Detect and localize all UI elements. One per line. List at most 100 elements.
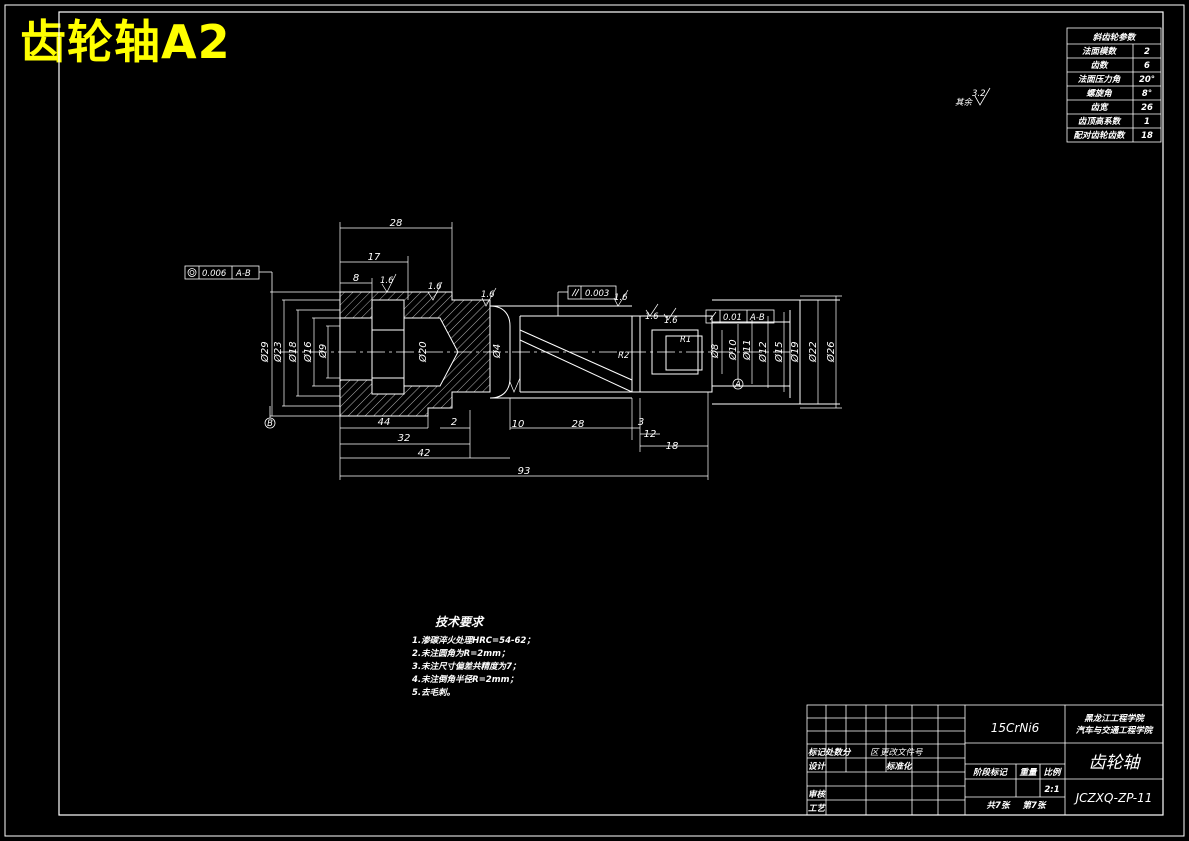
gear-row-label: 配对齿轮齿数 — [1073, 130, 1126, 141]
straightness-value: 0.01 — [723, 313, 742, 323]
dim-b3: 3 — [638, 417, 644, 428]
title-row-review: 审核 — [808, 789, 827, 800]
bottom-dimension-lines — [339, 392, 709, 480]
dim-d29: Ø29 — [259, 341, 271, 363]
gear-row-label: 螺旋角 — [1086, 88, 1112, 99]
title-sheets: 共7张 — [987, 800, 1011, 811]
dim-top-28: 28 — [390, 218, 403, 229]
gear-row-value: 26 — [1141, 103, 1153, 113]
gear-row-label: 齿顶高系数 — [1078, 116, 1122, 127]
gear-row-value: 2 — [1144, 47, 1150, 57]
datum-b-marker — [264, 406, 276, 429]
dim-d15: Ø15 — [773, 341, 785, 363]
dim-d19: Ø19 — [789, 341, 801, 363]
surface-note-prefix: 其余 — [955, 97, 974, 108]
dim-b18: 18 — [666, 441, 679, 452]
gear-row-label: 法面压力角 — [1078, 74, 1121, 85]
gear-row-label: 法面模数 — [1082, 46, 1118, 57]
datum-b-label: B — [267, 419, 273, 429]
gear-row-value: 20° — [1139, 75, 1155, 85]
gear-row-label: 齿数 — [1090, 60, 1109, 71]
dim-r2: R2 — [618, 351, 629, 361]
datum-a-label: A — [734, 380, 741, 390]
gear-row-value: 18 — [1141, 131, 1153, 141]
title-scale-value: 2:1 — [1044, 785, 1059, 795]
title-sheet-no: 第7张 — [1023, 800, 1047, 811]
dim-b42: 42 — [418, 448, 431, 459]
tech-req-heading: 技术要求 — [435, 615, 485, 629]
straightness-tolerance-frame — [692, 309, 775, 390]
roughness-label: 1.6 — [664, 316, 678, 326]
dim-b2: 2 — [451, 417, 457, 428]
gear-table-title: 斜齿轮参数 — [1093, 32, 1137, 43]
dim-b10: 10 — [512, 419, 525, 430]
tech-req-item: 4.未注倒角半径R=2mm； — [411, 674, 518, 685]
dim-d23: Ø23 — [272, 341, 284, 363]
title-school-2: 汽车与交通工程学院 — [1076, 725, 1154, 736]
diameter-extension-lines — [270, 291, 340, 417]
title-school-1: 黑龙江工程学院 — [1084, 713, 1145, 724]
title-part-name: 齿轮轴 — [1089, 753, 1142, 773]
runout-tolerance-frame — [184, 265, 273, 418]
gear-row-value: 6 — [1144, 61, 1150, 71]
dim-d22: Ø22 — [807, 341, 819, 363]
top-dimension-lines — [339, 222, 453, 300]
dim-d9: Ø9 — [317, 344, 329, 359]
dim-d26: Ø26 — [825, 341, 837, 363]
gear-row-value: 1 — [1144, 117, 1150, 127]
dim-d11: Ø11 — [741, 339, 753, 361]
title-drawing-number: JCZXQ-ZP-11 — [1074, 791, 1153, 805]
title-row-file-no: 更改文件号 — [880, 747, 923, 758]
roughness-marks — [381, 273, 677, 393]
dim-d12: Ø12 — [757, 341, 769, 363]
parallel-value: 0.003 — [585, 289, 609, 299]
sheet-border-inner — [58, 11, 1164, 816]
title-row-file: 区 — [870, 748, 880, 758]
dim-d16: Ø16 — [302, 341, 314, 363]
dim-b12: 12 — [644, 429, 657, 440]
title-row-process: 工艺 — [808, 803, 827, 814]
title-col-scale: 比例 — [1043, 767, 1062, 778]
title-block-grid — [806, 704, 1164, 816]
dim-r1: R1 — [680, 335, 691, 345]
title-row-design: 设计 — [808, 761, 827, 772]
roughness-symbol-icon — [974, 87, 991, 106]
title-material: 15CrNi6 — [991, 721, 1040, 735]
title-row-marks: 标记处数分 — [808, 747, 852, 758]
tech-req-item: 2.未注圆角为R=2mm； — [412, 648, 509, 659]
dim-d20: Ø20 — [417, 341, 429, 363]
tech-req-item: 1.渗碳淬火处理HRC=54-62； — [412, 635, 535, 646]
gear-parameter-table — [1066, 27, 1162, 143]
dim-d4: Ø4 — [491, 344, 503, 359]
runout-value: 0.006 — [202, 269, 227, 279]
dim-d18: Ø18 — [287, 341, 299, 363]
tech-req-item: 3.未注尺寸偏差共精度为7； — [412, 661, 521, 672]
title-col-stage: 阶段标记 — [973, 767, 1009, 778]
diameter-extension-lines-right — [721, 295, 842, 409]
shaft-section-hatch — [339, 291, 491, 417]
dim-d10: Ø10 — [727, 339, 739, 361]
dim-b28: 28 — [572, 419, 585, 430]
gear-row-value: 8° — [1142, 89, 1152, 99]
dim-top-17: 17 — [368, 252, 381, 263]
dim-b32: 32 — [398, 433, 411, 444]
sheet-title: 齿轮轴A2 — [20, 15, 231, 69]
dim-top-8: 8 — [353, 273, 359, 284]
roughness-label: 1.6 — [428, 282, 442, 292]
roughness-label: 1.6 — [380, 276, 394, 286]
title-row-standard: 标准化 — [886, 761, 913, 772]
runout-datum: A-B — [235, 269, 251, 279]
surface-note-value: 3.2 — [972, 89, 986, 99]
gear-row-label: 齿宽 — [1090, 102, 1109, 113]
parallel-tolerance-frame — [557, 285, 617, 316]
straightness-datum: A-B — [749, 313, 765, 323]
dim-b44: 44 — [378, 417, 391, 428]
roughness-label: 1.6 — [614, 293, 628, 303]
roughness-label: 1.6 — [645, 312, 659, 322]
dim-b93: 93 — [518, 466, 531, 477]
dim-d8: Ø8 — [709, 344, 721, 359]
sheet-border-outer — [4, 4, 1185, 837]
title-col-weight: 重量 — [1019, 767, 1038, 778]
roughness-label: 1.6 — [481, 290, 495, 300]
